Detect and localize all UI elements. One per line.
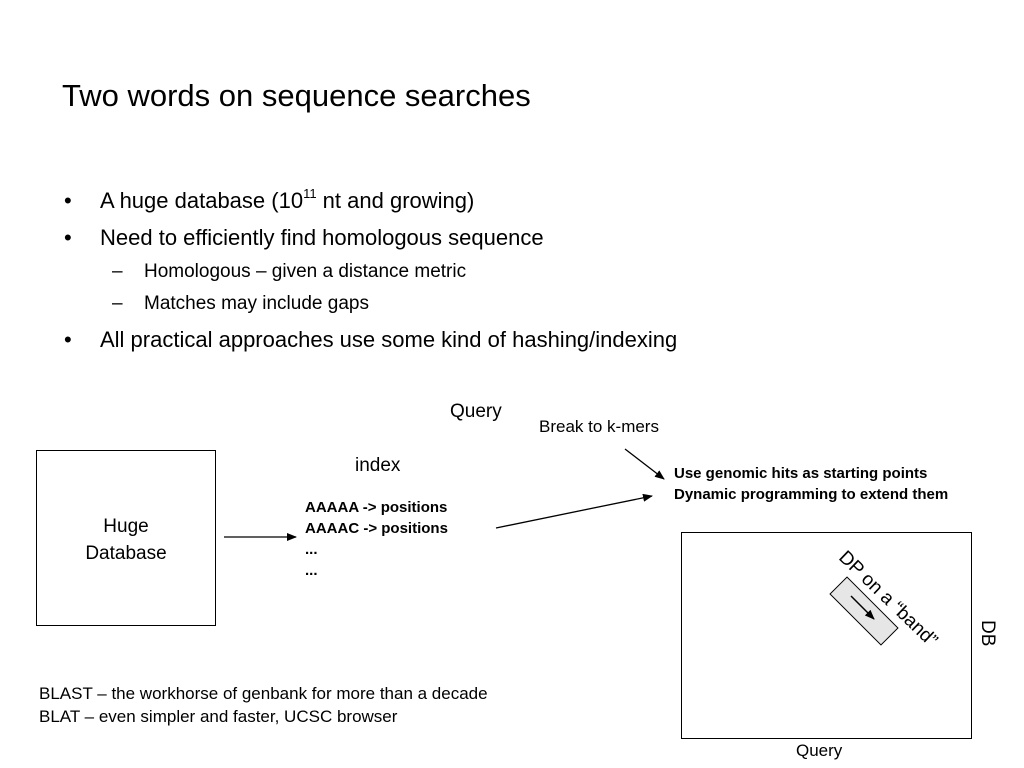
hits-line-2: Dynamic programming to extend them xyxy=(674,486,949,503)
hits-line-1: Use genomic hits as starting points xyxy=(674,465,928,482)
huge-database-label: Huge Database xyxy=(37,513,215,567)
arrow-index-to-hits xyxy=(495,493,653,529)
bullet-mark: • xyxy=(64,225,72,250)
footer-notes: BLAST – the workhorse of genbank for mor… xyxy=(39,682,488,728)
bullet-mark: – xyxy=(112,293,123,314)
index-entry: AAAAC -> positions xyxy=(305,520,448,537)
bullet-hashing-indexing: • All practical approaches use some kind … xyxy=(64,327,677,353)
database-label-line2: Database xyxy=(85,543,167,564)
query-axis-label: Query xyxy=(796,741,843,760)
footer-line-blat: BLAT – even simpler and faster, UCSC bro… xyxy=(39,707,398,726)
index-entry: ... xyxy=(305,562,318,579)
index-label: index xyxy=(355,455,401,476)
db-axis-label: DB xyxy=(977,620,998,647)
dp-matrix-box xyxy=(681,532,972,739)
index-entries: AAAAA -> positions AAAAC -> positions ..… xyxy=(305,497,448,581)
bullet-mark: • xyxy=(64,188,72,213)
index-entry: AAAAA -> positions xyxy=(305,499,448,516)
bullet-database-size: • A huge database (1011 nt and growing) xyxy=(64,185,475,214)
footer-line-blast: BLAST – the workhorse of genbank for mor… xyxy=(39,684,488,703)
bullet-text: Homologous – given a distance metric xyxy=(144,261,467,282)
bullet-text: A huge database (10 xyxy=(100,188,304,213)
arrow-kmers-to-hits xyxy=(624,448,665,480)
query-label-top: Query xyxy=(450,401,502,422)
index-entry: ... xyxy=(305,541,318,558)
bullet-mark: – xyxy=(112,261,123,282)
bullet-text: Need to efficiently find homologous sequ… xyxy=(100,225,544,250)
hits-description: Use genomic hits as starting points Dyna… xyxy=(674,463,948,505)
bullet-mark: • xyxy=(64,327,72,352)
subbullet-gaps: –Matches may include gaps xyxy=(112,293,369,315)
huge-database-box: Huge Database xyxy=(36,450,216,626)
bullet-homologous-search: • Need to efficiently find homologous seq… xyxy=(64,225,544,251)
break-to-kmers-label: Break to k-mers xyxy=(539,417,659,436)
bullet-text: All practical approaches use some kind o… xyxy=(100,327,678,352)
bullet-text-after: nt and growing) xyxy=(316,188,475,213)
bullet-text: Matches may include gaps xyxy=(144,293,369,314)
database-label-line1: Huge xyxy=(103,516,149,537)
subbullet-distance-metric: –Homologous – given a distance metric xyxy=(112,261,466,283)
slide-title: Two words on sequence searches xyxy=(62,78,531,113)
bullet-superscript: 11 xyxy=(303,185,317,201)
